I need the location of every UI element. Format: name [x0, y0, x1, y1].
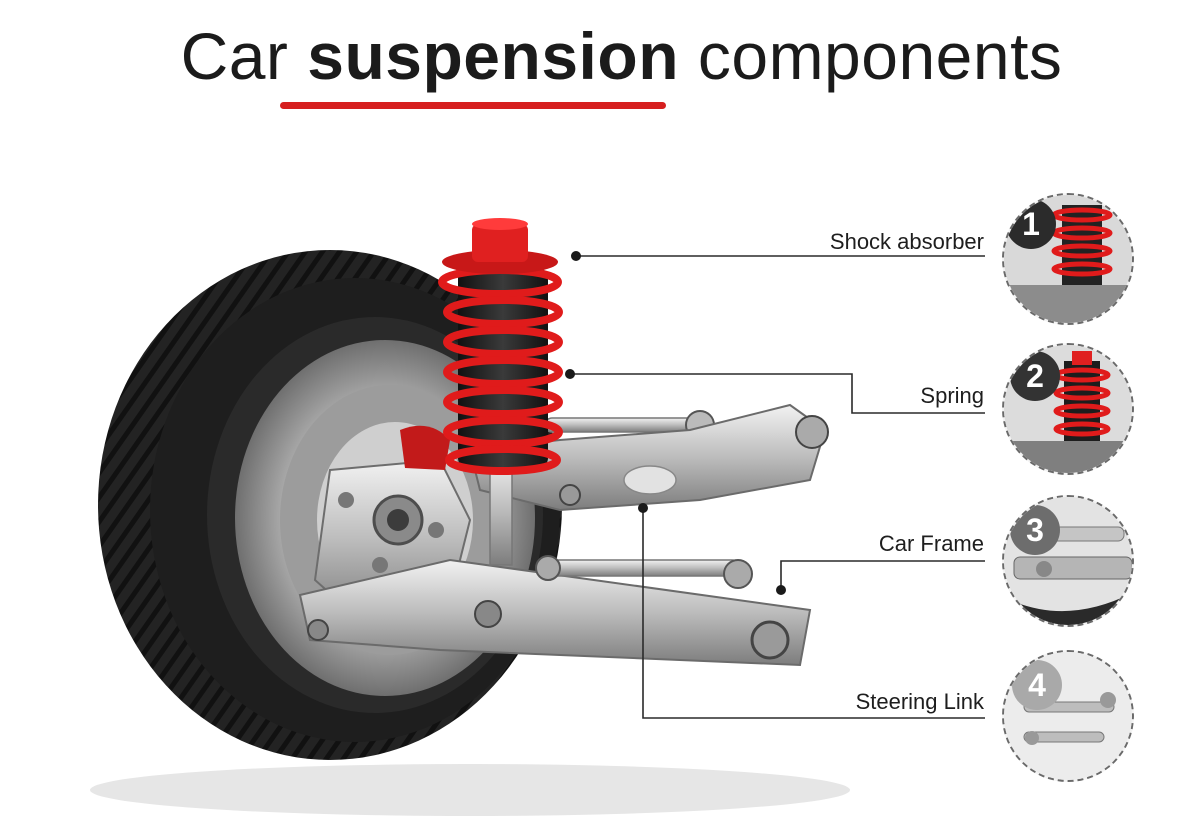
- top-mount: [442, 218, 558, 274]
- label-car-frame: Car Frame: [878, 531, 984, 556]
- ground-shadow: [90, 764, 850, 816]
- title-prefix: Car: [180, 19, 289, 93]
- title-bold: suspension: [307, 19, 680, 93]
- lower-control-arm: [298, 558, 812, 667]
- badge-1: 1: [1006, 199, 1056, 249]
- badge-4: 4: [1012, 660, 1062, 710]
- coil-spring: [438, 266, 563, 475]
- thumbnail-steering-link: 4: [1002, 650, 1134, 782]
- badge-3: 3: [1010, 505, 1060, 555]
- title-underline: [280, 102, 666, 109]
- upper-control-arm: [468, 403, 829, 512]
- thumbnail-car-frame: 3: [1002, 495, 1134, 627]
- label-spring: Spring: [920, 383, 984, 408]
- title-suffix: components: [697, 19, 1063, 93]
- thumb-spring-image: [1004, 345, 1132, 473]
- label-steering-link: Steering Link: [855, 689, 984, 714]
- thumbnail-spring: 2: [1002, 343, 1134, 475]
- badge-2: 2: [1010, 351, 1060, 401]
- callout-dots: [565, 251, 786, 595]
- page-title: Car suspension components: [0, 18, 1181, 94]
- thumbnail-shock-absorber: 1: [1002, 193, 1134, 325]
- callout-lines: [570, 255, 985, 719]
- label-shock-absorber: Shock absorber: [829, 229, 984, 254]
- thumb-shock-image: [1004, 195, 1132, 323]
- lateral-links: [535, 410, 753, 589]
- brake-caliper: [400, 425, 450, 470]
